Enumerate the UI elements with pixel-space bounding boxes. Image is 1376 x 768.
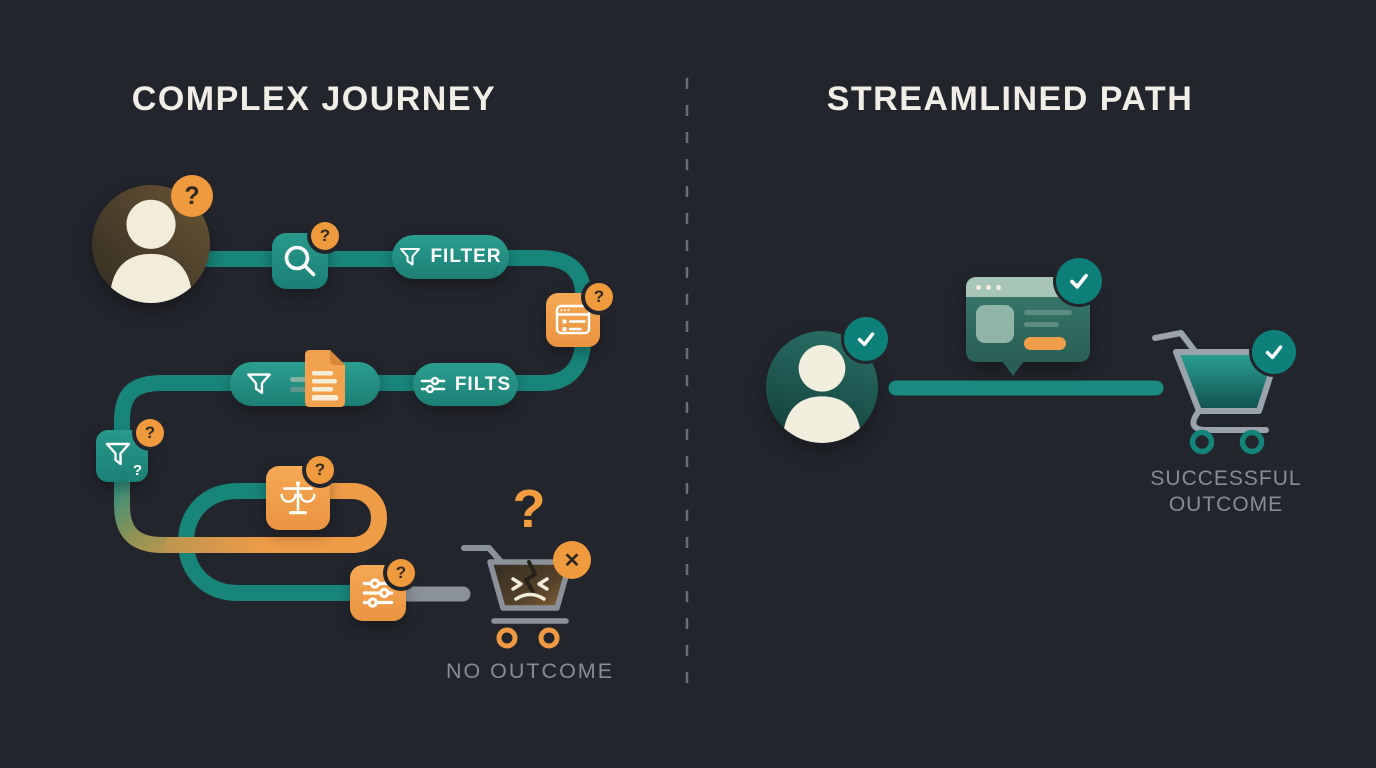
funnel-icon [247, 373, 271, 395]
person-icon [109, 199, 193, 303]
text-line-decoration [1024, 322, 1059, 327]
x-icon: ✕ [563, 549, 581, 572]
window-dot [996, 285, 1001, 290]
check-badge [844, 317, 888, 361]
person-icon [782, 345, 862, 443]
question-badge: ? [136, 419, 164, 447]
filter-step-pill: FILTER [392, 235, 509, 279]
broken-cart-icon [461, 545, 573, 649]
search-icon [284, 245, 316, 277]
question-badge: ? [387, 559, 415, 587]
check-icon [1265, 345, 1283, 360]
successful-outcome-label: SUCCESSFUL OUTCOME [1126, 466, 1326, 518]
happy-user-avatar [766, 331, 878, 443]
left-panel-title: COMPLEX JOURNEY [131, 80, 497, 118]
document-icon [305, 350, 345, 407]
buy-button-decoration [1024, 337, 1066, 350]
path-descent-gradient [114, 469, 189, 553]
browser-list-icon [555, 304, 591, 335]
path-row2-left [114, 375, 430, 444]
path-loop-orange [165, 483, 388, 553]
question-glyph-large: ? [512, 479, 546, 539]
window-dot [976, 285, 981, 290]
check-icon [1070, 273, 1088, 289]
filts-step-pill: FILTS [413, 363, 518, 406]
check-badge [1056, 258, 1102, 304]
text-line-decoration [290, 377, 313, 382]
funnel-icon [105, 442, 131, 466]
no-outcome-label: NO OUTCOME [445, 659, 615, 683]
right-panel-title: STREAMLINED PATH [826, 80, 1194, 118]
speech-tail [1002, 361, 1024, 376]
window-dot [986, 285, 991, 290]
question-glyph: ? [132, 462, 142, 479]
filts-step-label: FILTS [454, 373, 512, 395]
confused-user-avatar [92, 185, 210, 303]
successful-outcome-line1: SUCCESSFUL [1150, 467, 1302, 490]
sliders-icon [362, 578, 394, 608]
check-icon [857, 332, 875, 347]
check-badge [1252, 330, 1296, 374]
funnel-icon [400, 248, 421, 266]
successful-outcome-line2: OUTCOME [1168, 493, 1284, 516]
filter-step-label: FILTER [430, 246, 502, 267]
product-thumbnail [976, 305, 1014, 343]
text-line-decoration [290, 387, 313, 392]
text-line-decoration [1024, 310, 1072, 315]
question-badge: ? [306, 456, 334, 484]
failure-x-badge: ✕ [553, 541, 591, 579]
question-badge: ? [585, 283, 613, 311]
results-list-step [546, 293, 600, 347]
question-badge: ? [171, 175, 213, 217]
sliders-icon [420, 376, 446, 393]
scales-icon [280, 481, 316, 515]
success-cart-icon [1152, 330, 1281, 455]
question-badge: ? [311, 222, 339, 250]
